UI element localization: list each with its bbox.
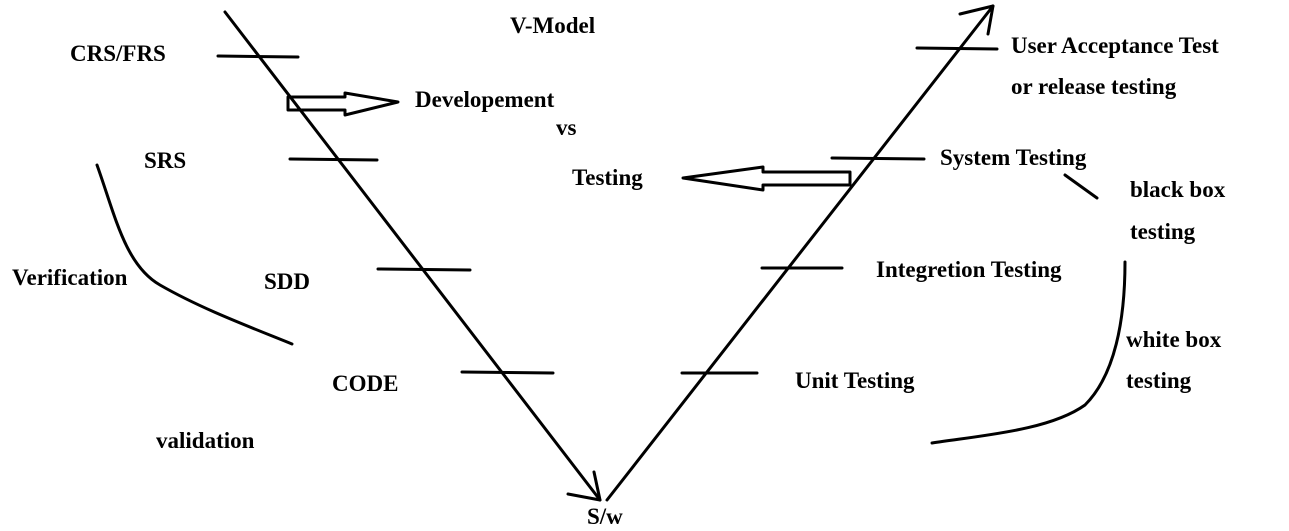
phase-code: CODE: [332, 371, 399, 396]
diagram-title: V-Model: [510, 13, 596, 38]
phase-crs-frs: CRS/FRS: [70, 41, 166, 66]
vs-label: vs: [556, 115, 577, 140]
white-box-curve: [930, 260, 1127, 445]
left-arm-line: [223, 10, 602, 502]
phase-unit-testing: Unit Testing: [795, 368, 915, 393]
validation-label: validation: [156, 428, 255, 453]
tick-system: [830, 156, 926, 161]
tick-crs-frs: [216, 54, 300, 59]
phase-uat-line2: or release testing: [1011, 74, 1177, 99]
phase-srs: SRS: [144, 148, 187, 173]
tick-uat: [915, 46, 999, 51]
verification-curve: [95, 163, 294, 346]
testing-hollow-arrow: [681, 165, 852, 192]
white-box-label-line1: white box: [1126, 327, 1222, 352]
phase-uat-line1: User Acceptance Test: [1011, 33, 1219, 58]
development-label: Developement: [415, 87, 555, 112]
right-arm-arrowhead: [958, 4, 995, 36]
testing-label: Testing: [572, 165, 643, 190]
white-box-label-line2: testing: [1126, 368, 1192, 393]
tick-sdd: [376, 267, 472, 272]
software-label: S/w: [587, 504, 623, 529]
black-box-label-line2: testing: [1130, 219, 1196, 244]
black-box-pointer: [1063, 173, 1099, 200]
verification-label: Verification: [12, 265, 128, 290]
phase-system-testing: System Testing: [940, 145, 1087, 170]
right-arm-line: [605, 4, 995, 502]
left-arm-arrowhead: [566, 470, 602, 502]
phase-sdd: SDD: [264, 269, 311, 294]
black-box-label-line1: black box: [1130, 177, 1226, 202]
phase-integration-testing: Integretion Testing: [876, 257, 1062, 282]
tick-srs: [288, 157, 379, 162]
development-hollow-arrow: [286, 91, 400, 117]
tick-code: [460, 370, 555, 375]
